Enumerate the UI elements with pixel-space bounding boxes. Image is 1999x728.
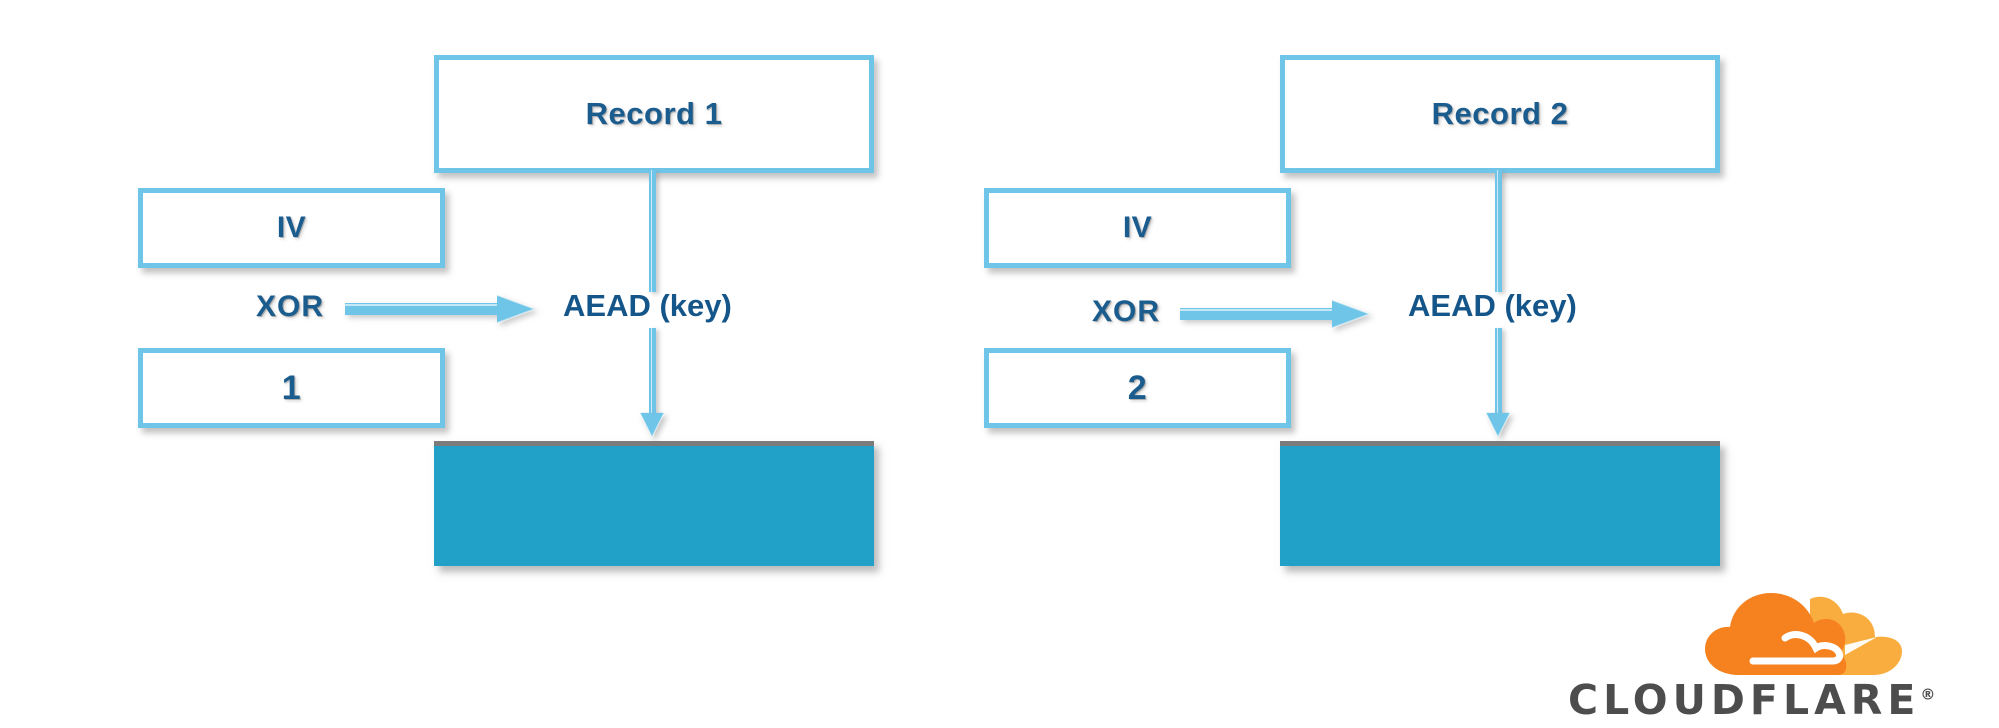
record-box-2-label: Record 2 [1431, 96, 1569, 131]
record-1-to-aead-connector [649, 170, 656, 292]
record-box-1-label: Record 1 [585, 96, 723, 131]
cloudflare-wordmark-text: CLOUDFLARE [1568, 676, 1921, 724]
counter-box-1[interactable]: 1 [138, 348, 445, 428]
aead-label-2: AEAD (key) [1408, 288, 1577, 323]
xor-arrow-2 [1180, 299, 1370, 329]
iv-box-2-label: IV [1122, 211, 1153, 244]
record-box-1[interactable]: Record 1 [434, 55, 874, 173]
counter-box-2-label: 2 [1127, 368, 1148, 407]
xor-label-2: XOR [1092, 295, 1161, 328]
cloudflare-wordmark: CLOUDFLARE® [1568, 676, 1935, 724]
encrypted-output-box-1[interactable] [434, 441, 874, 566]
record-2-to-aead-connector [1495, 170, 1502, 292]
xor-arrow-1 [345, 294, 535, 324]
aead-2-to-output-connector [1495, 328, 1502, 418]
iv-box-2[interactable]: IV [984, 188, 1291, 268]
iv-box-1-label: IV [276, 211, 307, 244]
record-box-2[interactable]: Record 2 [1280, 55, 1720, 173]
encrypted-output-box-2[interactable] [1280, 441, 1720, 566]
xor-label-1: XOR [256, 290, 325, 323]
counter-box-2[interactable]: 2 [984, 348, 1291, 428]
cloudflare-cloud-icon [1705, 593, 1902, 675]
aead-2-output-arrowhead [1485, 412, 1511, 438]
counter-box-1-label: 1 [281, 368, 302, 407]
iv-box-1[interactable]: IV [138, 188, 445, 268]
aead-label-1: AEAD (key) [563, 288, 732, 323]
aead-1-to-output-connector [649, 328, 656, 418]
aead-1-output-arrowhead [639, 412, 665, 438]
registered-trademark-symbol: ® [1920, 685, 1936, 704]
